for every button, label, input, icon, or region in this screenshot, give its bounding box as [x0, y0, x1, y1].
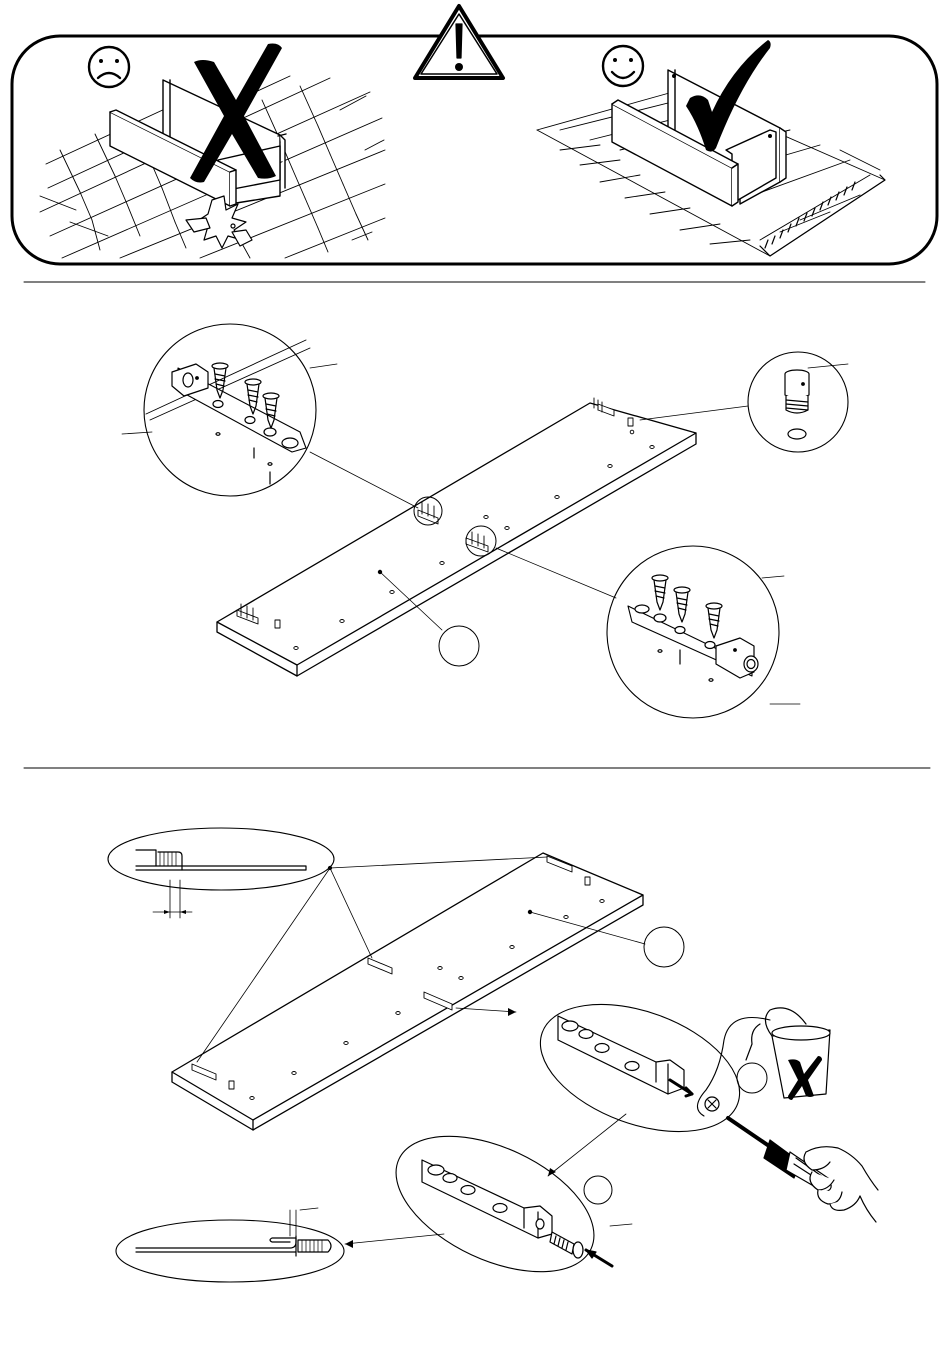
hinge-plate-detail-right — [607, 546, 779, 718]
step-2 — [108, 828, 878, 1300]
bolt-profile-detail — [116, 1210, 344, 1282]
broken-corner-icon — [186, 196, 252, 248]
part-number-circle — [644, 927, 684, 967]
side-panel-board-2 — [172, 853, 643, 1130]
warning-panel — [12, 6, 937, 264]
warning-triangle-icon — [415, 6, 503, 78]
screw-icon — [706, 603, 722, 638]
glue-pot-icon — [746, 1008, 830, 1098]
screw-icon — [674, 587, 690, 622]
wood-floor-edge — [760, 175, 885, 256]
part-number-circle — [439, 626, 479, 666]
hand-icon — [804, 1147, 878, 1222]
cam-dowel-detail — [748, 352, 848, 452]
sad-face-icon — [89, 47, 129, 87]
hinge-plate-detail — [144, 324, 316, 496]
step-1 — [122, 324, 848, 718]
bolt-gap-detail — [108, 828, 334, 890]
part-number-circle — [737, 1063, 767, 1093]
happy-face-icon — [603, 46, 643, 86]
bolt-insert-detail — [375, 1108, 614, 1299]
cabinet-frame-right — [612, 70, 786, 206]
plate-screw-detail — [523, 980, 757, 1156]
screw-icon — [652, 575, 668, 610]
cabinet-frame-wrong — [110, 80, 286, 206]
